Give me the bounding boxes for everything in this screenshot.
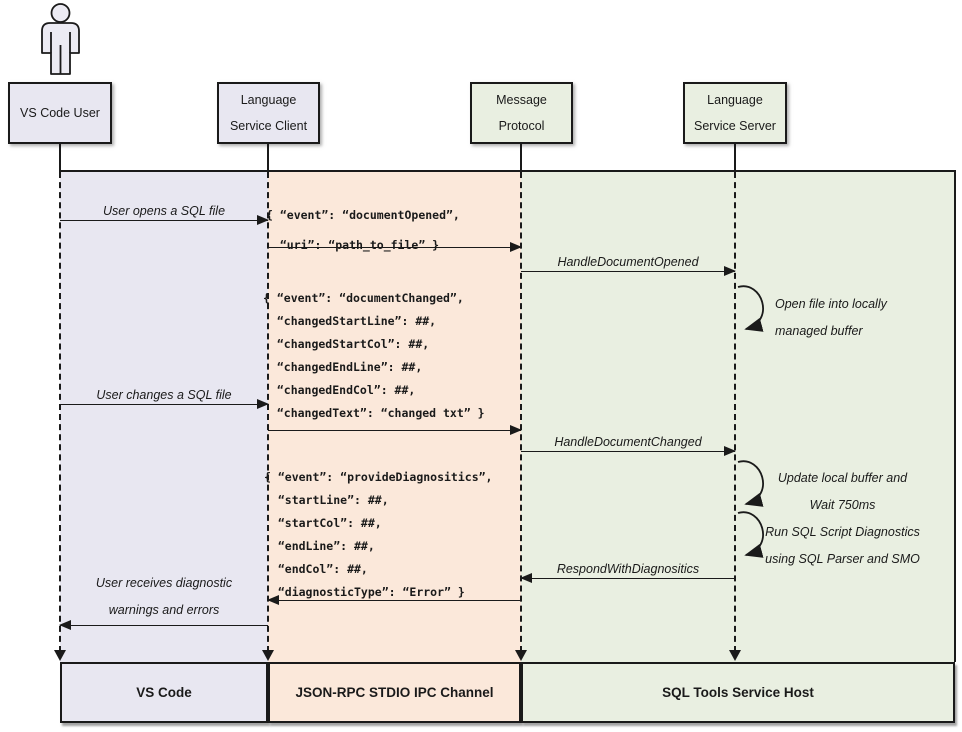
arrow-handle-document-changed <box>521 446 736 456</box>
participant-label: Language Service Client <box>229 93 308 133</box>
lifeline-end-arrow <box>515 650 527 661</box>
message-label-respond-with-diagnostics: RespondWithDiagnositics <box>556 562 700 576</box>
participant-label: Message Protocol <box>496 93 547 133</box>
arrow-receive-diagnostics <box>59 620 268 630</box>
footer-label: VS Code <box>136 685 192 700</box>
region-right-border <box>954 170 956 662</box>
payload-provide-diagnostics: { “event”: “provideDiagnositics”, “start… <box>264 470 493 599</box>
arrow-handle-document-opened <box>521 266 736 276</box>
arrow-provide-diagnostics-payload <box>267 595 521 605</box>
arrow-respond-with-diagnostics <box>520 573 735 583</box>
arrow-document-changed-payload <box>268 425 522 435</box>
arrow-change-file <box>60 399 269 409</box>
self-loop-update-buffer <box>737 460 764 507</box>
lifeline-protocol <box>520 172 522 652</box>
payload-document-changed: { “event”: “documentChanged”, “changedSt… <box>263 291 485 420</box>
message-label-handle-document-opened: HandleDocumentOpened <box>557 255 699 269</box>
lane-service-host <box>521 172 955 662</box>
participant-label: VS Code User <box>20 106 100 120</box>
region-top-border <box>60 170 956 172</box>
footer-label: JSON-RPC STDIO IPC Channel <box>295 685 494 700</box>
footer-label: SQL Tools Service Host <box>662 685 814 700</box>
arrow-document-opened-payload <box>268 242 522 252</box>
payload-document-opened: { “event”: “documentOpened”, “uri”: “pat… <box>266 208 460 252</box>
message-label-receive-diagnostics: User receives diagnostic warnings and er… <box>95 576 233 617</box>
lifeline-stub <box>734 144 736 172</box>
lifeline-end-arrow <box>729 650 741 661</box>
self-loop-run-diagnostics <box>737 511 764 558</box>
participant-label: Language Service Server <box>694 93 776 133</box>
footer-ipc-channel: JSON-RPC STDIO IPC Channel <box>268 662 521 723</box>
lane-vs-code <box>60 172 268 662</box>
lifeline-client <box>267 172 269 652</box>
message-label-open-file: User opens a SQL file <box>102 204 226 218</box>
arrow-open-file <box>60 215 269 225</box>
note-update-buffer: Update local buffer and Wait 750ms <box>777 471 908 512</box>
lifeline-end-arrow <box>54 650 66 661</box>
lifeline-user <box>59 172 61 652</box>
participant-message-protocol: Message Protocol <box>470 82 573 144</box>
note-run-diagnostics: Run SQL Script Diagnostics using SQL Par… <box>765 525 920 566</box>
participant-language-service-client: Language Service Client <box>217 82 320 144</box>
lifeline-end-arrow <box>262 650 274 661</box>
participant-language-service-server: Language Service Server <box>683 82 787 144</box>
message-label-handle-document-changed: HandleDocumentChanged <box>554 435 702 449</box>
lane-ipc-channel <box>268 172 521 662</box>
participant-vs-code-user: VS Code User <box>8 82 112 144</box>
lifeline-stub <box>267 144 269 172</box>
note-open-buffer: Open file into locally managed buffer <box>775 297 887 338</box>
footer-vs-code: VS Code <box>60 662 268 723</box>
lifeline-server <box>734 172 736 652</box>
lifeline-stub <box>59 144 61 172</box>
self-loop-open-buffer <box>737 285 764 332</box>
message-label-change-file: User changes a SQL file <box>96 388 232 402</box>
user-actor-icon <box>41 3 80 75</box>
footer-service-host: SQL Tools Service Host <box>521 662 955 723</box>
lifeline-stub <box>520 144 522 172</box>
